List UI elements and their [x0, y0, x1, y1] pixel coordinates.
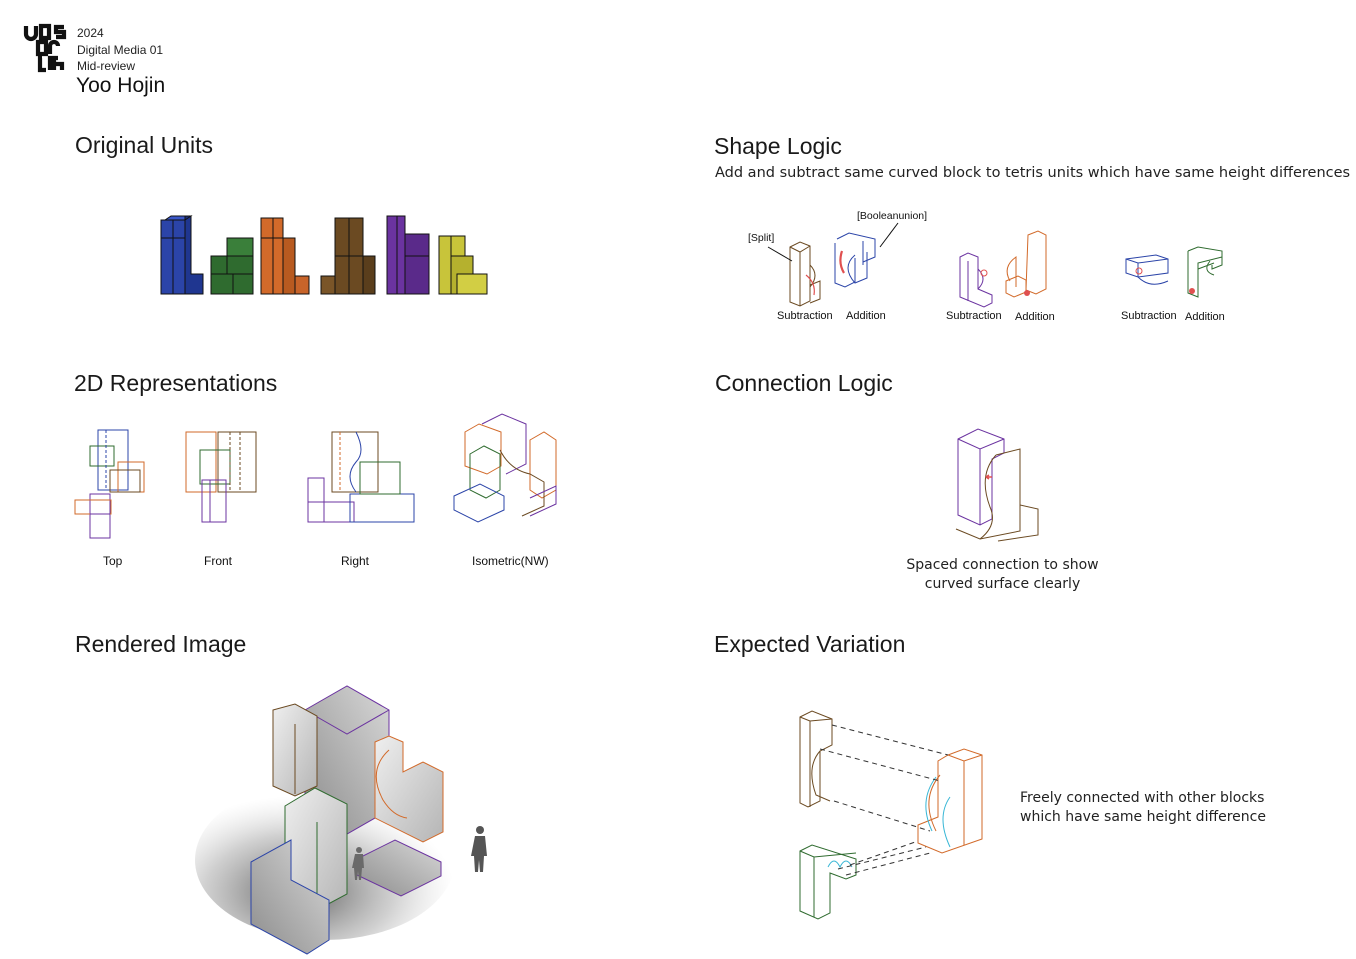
shape-red-curve-1 [805, 274, 815, 296]
connection-caption-line1: Spaced connection to show [906, 557, 1099, 573]
shape-logic-description: Add and subtract same curved block to te… [715, 165, 1351, 181]
rendered-blue-block [250, 839, 330, 955]
variation-dashed-connectors [819, 724, 949, 876]
shape-subtraction-3 [1125, 254, 1169, 285]
variation-caption: Freely connected with other blocks which… [1020, 789, 1300, 827]
unit-block-blue [160, 215, 204, 295]
caption-subtraction-2: Subtraction [946, 310, 1002, 322]
variation-caption-line2: which have same height difference [1020, 809, 1266, 825]
title-expected-variation: Expected Variation [714, 631, 906, 657]
title-shape-logic: Shape Logic [714, 133, 842, 159]
shape-red-curve-2 [839, 250, 845, 274]
variation-brown-block [799, 710, 833, 808]
caption-view-front: Front [204, 554, 233, 568]
shape-addition-3 [1187, 246, 1223, 298]
uos-arch-logo [23, 23, 67, 73]
caption-view-right: Right [341, 554, 370, 568]
shape-subtraction-2 [959, 252, 993, 308]
human-figure-right [471, 826, 487, 872]
rendered-orange-block [374, 735, 444, 843]
connection-purple-block [957, 428, 1005, 526]
unit-block-purple [386, 215, 430, 295]
rendered-image-figure [195, 685, 487, 955]
author-name: Yoo Hojin [76, 74, 166, 97]
caption-subtraction-1: Subtraction [777, 310, 833, 322]
shape-addition-2 [1005, 230, 1047, 298]
header-meta: 2024 Digital Media 01 Mid-review [77, 25, 163, 75]
rendered-brown-block [272, 703, 318, 797]
title-connection-logic: Connection Logic [715, 370, 893, 396]
connection-red-arrow [985, 474, 992, 480]
shape-red-mark-3 [980, 269, 988, 277]
variation-cyan-curves [925, 776, 951, 848]
header-course: Digital Media 01 [77, 42, 164, 57]
expected-variation-figure [799, 710, 983, 920]
view-isometric [453, 413, 557, 523]
variation-cyan-wave [827, 860, 853, 869]
view-front [185, 431, 257, 523]
connection-caption: Spaced connection to show curved surface… [895, 556, 1110, 594]
original-units-figure [160, 215, 488, 295]
representations-figure [74, 413, 557, 539]
view-right [307, 431, 415, 523]
shape-subtraction-1 [789, 241, 821, 307]
caption-view-isometric: Isometric(NW) [472, 554, 549, 568]
connection-brown-block [955, 448, 1039, 542]
shape-red-mark-6 [1189, 288, 1195, 294]
title-rendered-image: Rendered Image [75, 631, 247, 657]
caption-view-top: Top [103, 554, 123, 568]
caption-addition-3: Addition [1185, 311, 1225, 323]
header-year: 2024 [77, 26, 104, 40]
leader-split [767, 246, 793, 262]
caption-addition-2: Addition [1015, 311, 1055, 323]
variation-orange-block [917, 748, 983, 854]
unit-block-orange [260, 217, 310, 295]
title-original-units: Original Units [75, 132, 214, 158]
label-booleanunion: [Booleanunion] [857, 210, 928, 222]
unit-block-green [210, 237, 254, 295]
shape-logic-figure [767, 222, 1223, 308]
connection-logic-figure [955, 428, 1039, 542]
header-review: Mid-review [77, 59, 136, 73]
human-figure-center [352, 847, 364, 880]
shape-red-mark-5 [1135, 267, 1143, 275]
view-top [74, 429, 145, 539]
title-2d-representations: 2D Representations [74, 370, 278, 396]
label-split: [Split] [748, 232, 775, 244]
unit-block-yellow [438, 235, 488, 295]
caption-addition-1: Addition [846, 310, 886, 322]
leader-boolean [879, 222, 899, 248]
unit-block-brown [320, 217, 376, 295]
variation-green-block [799, 844, 857, 920]
caption-subtraction-3: Subtraction [1121, 310, 1177, 322]
connection-caption-line2: curved surface clearly [924, 576, 1081, 592]
variation-caption-line1: Freely connected with other blocks [1020, 790, 1265, 806]
shape-red-mark-4 [1024, 290, 1030, 296]
shape-addition-1 [834, 232, 876, 288]
